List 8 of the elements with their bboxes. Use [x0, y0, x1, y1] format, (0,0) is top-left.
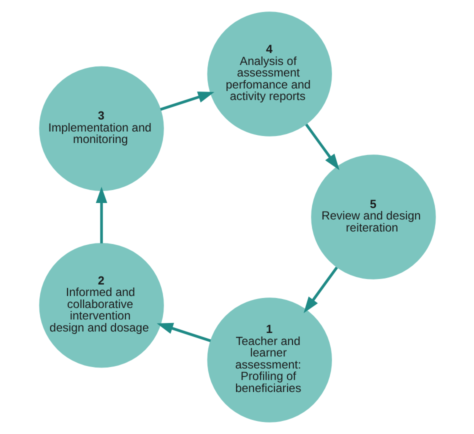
arrow [160, 92, 214, 111]
node-circle: 4 Analysis of assessment perfomance and activity reports [206, 12, 332, 136]
arrow [303, 266, 338, 314]
arrow [156, 322, 210, 342]
node-circle: 2 Informed and collaborative intervention design and dosage [38, 242, 164, 368]
arrow [304, 124, 339, 170]
arrow [95, 186, 107, 244]
node-circle: 3 Implementation and monitoring [38, 66, 164, 191]
